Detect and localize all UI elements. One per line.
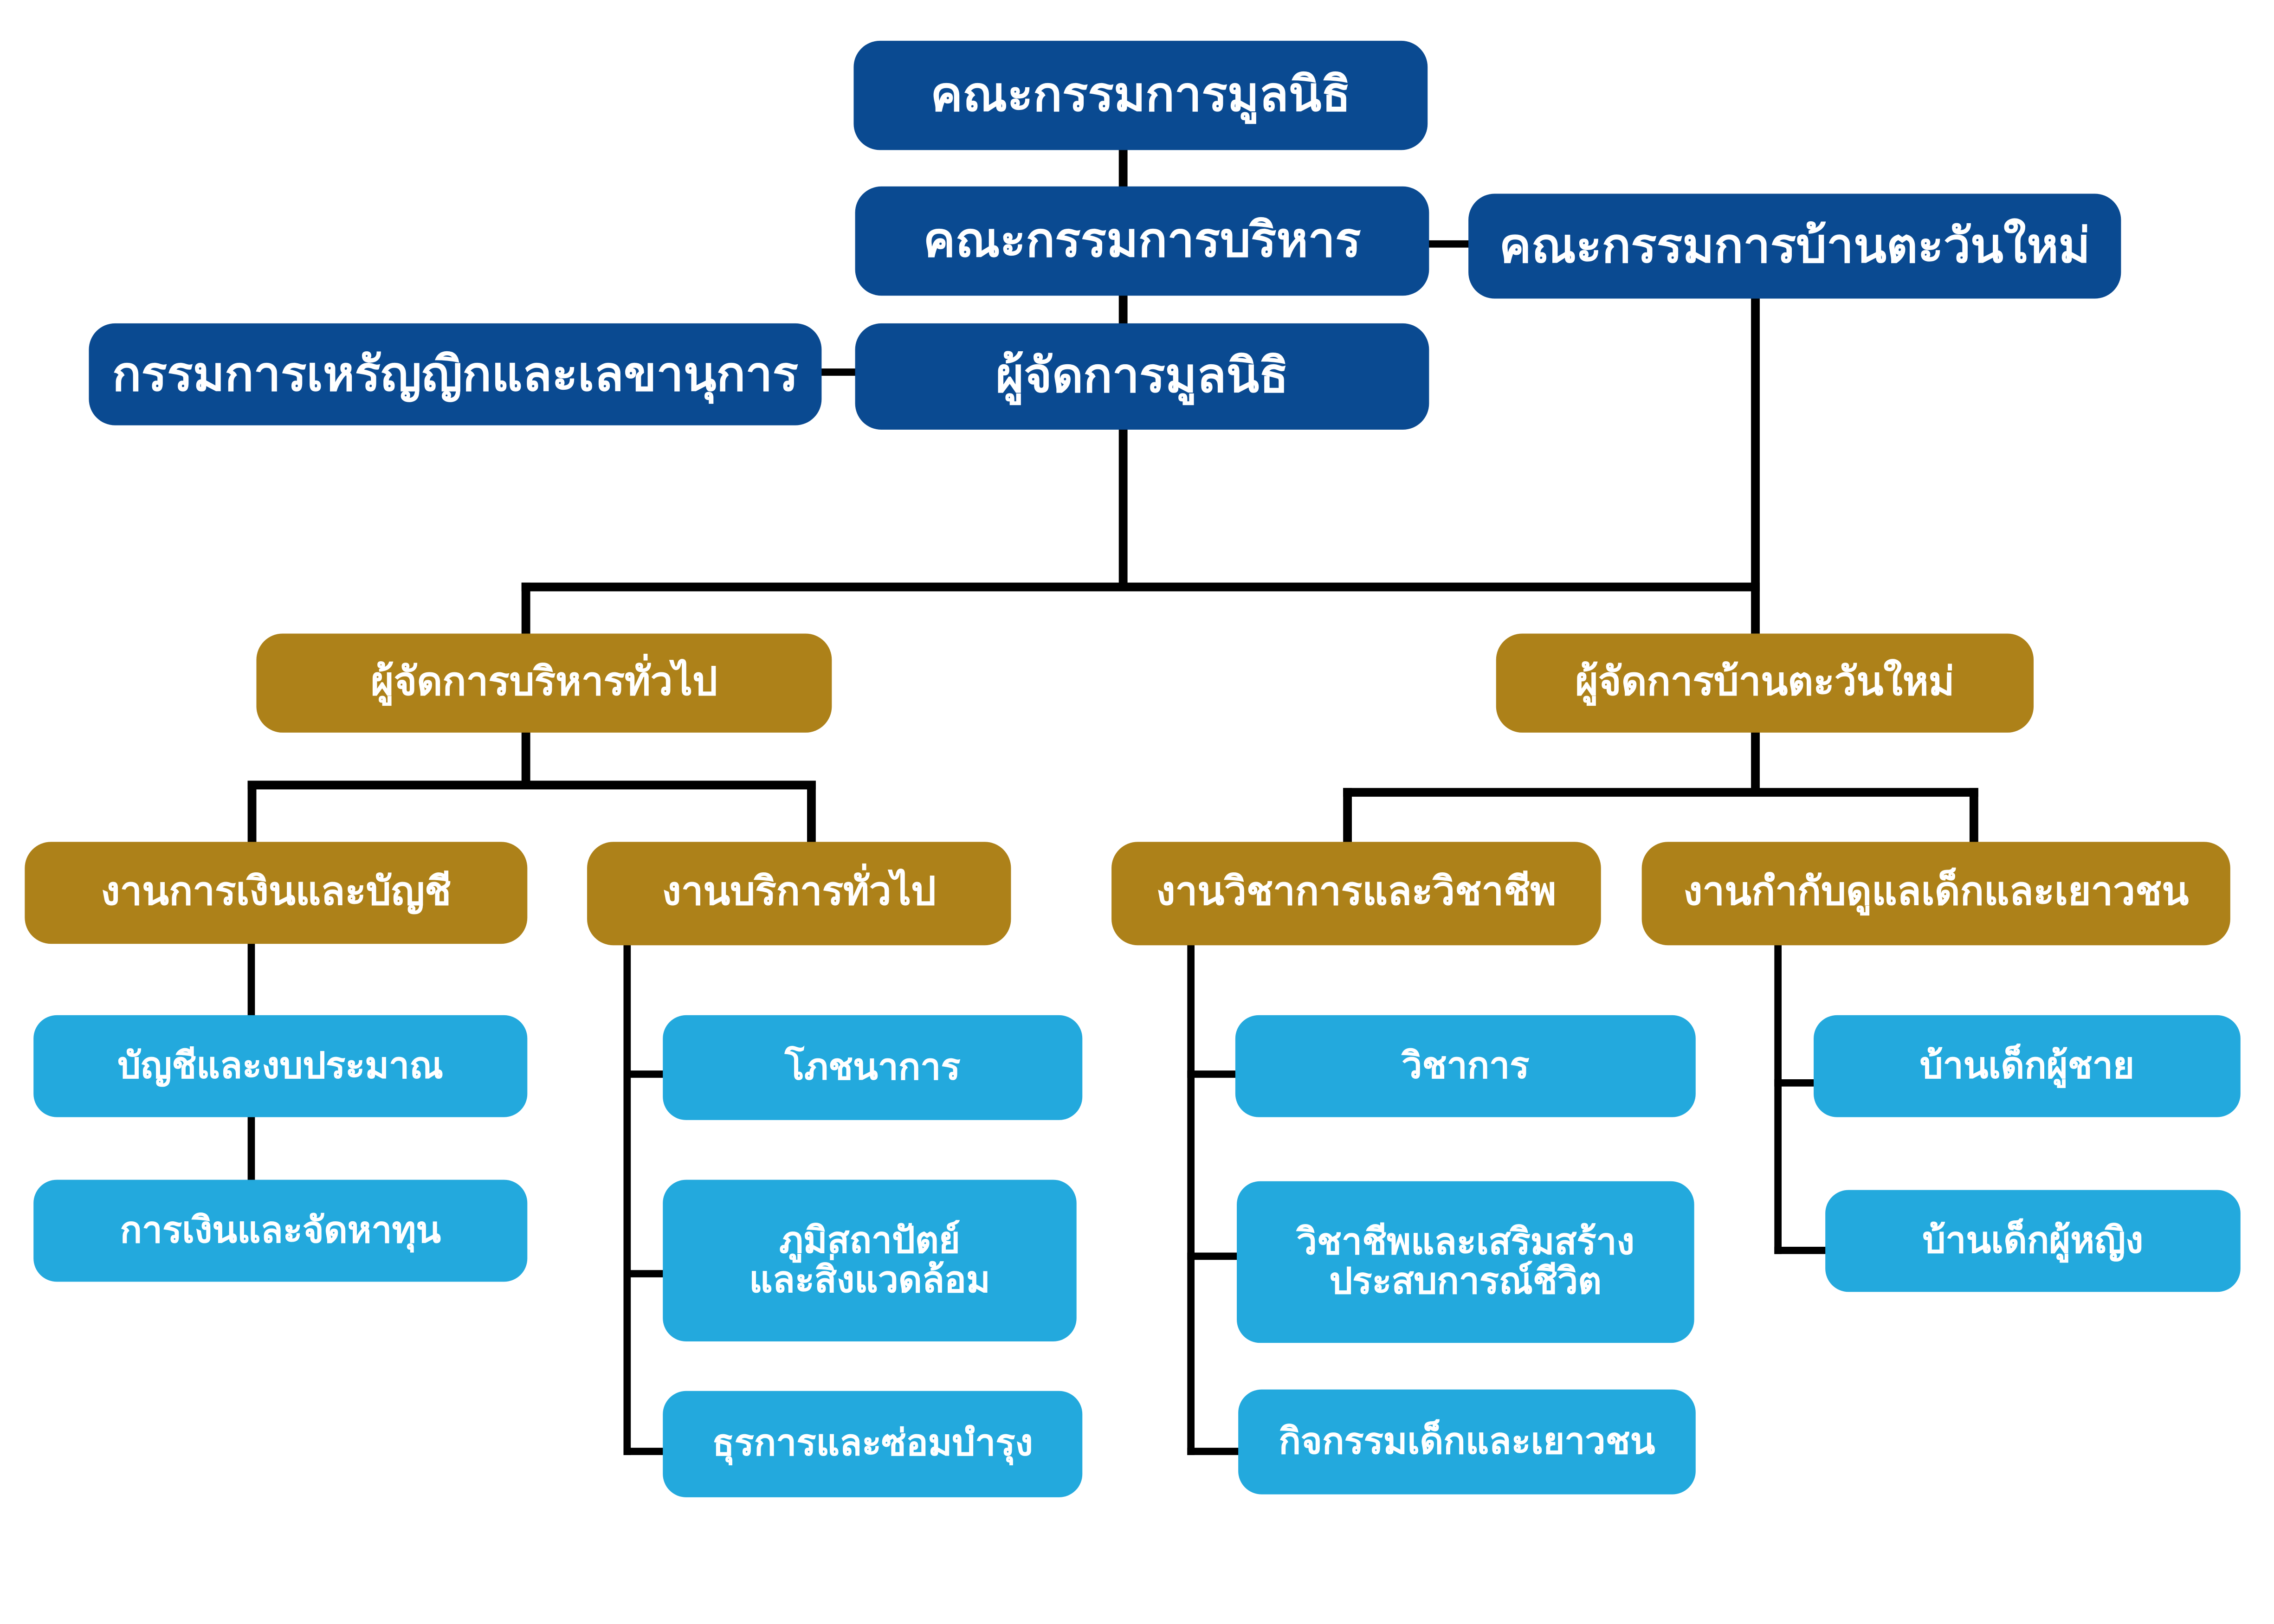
connector-line	[1751, 728, 1760, 794]
connector-line	[247, 780, 257, 845]
unit-box: การเงินและจัดหาทุน	[33, 1179, 528, 1282]
unit-box: วิชาชีพและเสริมสร้าง ประสบการณ์ชีวิต	[1237, 1181, 1694, 1343]
unit-box: ภูมิสถาปัตย์ และสิ่งแวดล้อม	[663, 1179, 1077, 1342]
connector-line	[247, 780, 816, 790]
unit-box: โภชนาการ	[663, 1015, 1083, 1120]
connector-line	[623, 1070, 665, 1078]
connector-line	[521, 582, 1760, 592]
connector-line	[807, 780, 816, 845]
connector-line	[1187, 1448, 1240, 1455]
connector-line	[623, 942, 631, 1455]
connector-line	[1118, 291, 1128, 327]
connector-line	[1343, 788, 1978, 797]
connector-line	[1774, 1079, 1815, 1087]
connector-line	[1187, 1252, 1237, 1260]
foundation-manager-box: ผู้จัดการมูลนิธิ	[855, 323, 1429, 430]
general-services-dept-box: งานบริการทั่วไป	[587, 842, 1011, 946]
unit-box: บัญชีและงบประมาณ	[33, 1015, 528, 1117]
unit-box: กิจกรรมเด็กและเยาวชน	[1238, 1389, 1696, 1495]
ban-tawan-mai-manager-box: ผู้จัดการบ้านตะวันใหม่	[1496, 633, 2034, 733]
connector-line	[623, 1448, 665, 1455]
connector-line	[1424, 240, 1474, 248]
connector-line	[1187, 1070, 1237, 1078]
connector-line	[1118, 145, 1128, 190]
general-admin-manager-box: ผู้จัดการบริหารทั่วไป	[256, 633, 832, 733]
unit-box: บ้านเด็กผู้หญิง	[1825, 1190, 2241, 1292]
foundation-board-box: คณะกรรมการมูลนิธิ	[853, 40, 1428, 150]
connector-line	[815, 368, 857, 376]
connector-line	[1774, 942, 1782, 1254]
unit-box: บ้านเด็กผู้ชาย	[1814, 1015, 2241, 1117]
connector-line	[1343, 788, 1352, 845]
finance-accounting-dept-box: งานการเงินและบัญชี	[25, 842, 528, 944]
child-youth-care-dept-box: งานกำกับดูแลเด็กและเยาวชน	[1641, 842, 2230, 946]
executive-board-box: คณะกรรมการบริหาร	[855, 186, 1429, 296]
connector-line	[1774, 1246, 1827, 1254]
ban-tawan-mai-board-box: คณะกรรมการบ้านตะวันใหม่	[1468, 193, 2121, 299]
connector-line	[521, 582, 530, 635]
connector-line	[1751, 296, 1760, 634]
unit-box: วิชาการ	[1235, 1015, 1696, 1117]
connector-line	[1969, 788, 1978, 845]
connector-line	[1187, 942, 1195, 1455]
unit-box: ธุรการและซ่อมบำรุง	[663, 1391, 1083, 1497]
treasurer-secretary-box: กรรมการเหรัญญิกและเลขานุการ	[89, 323, 822, 425]
academic-vocational-dept-box: งานวิชาการและวิชาชีพ	[1111, 842, 1601, 946]
connector-line	[1118, 426, 1128, 587]
connector-line	[521, 728, 530, 787]
connector-line	[623, 1270, 665, 1277]
